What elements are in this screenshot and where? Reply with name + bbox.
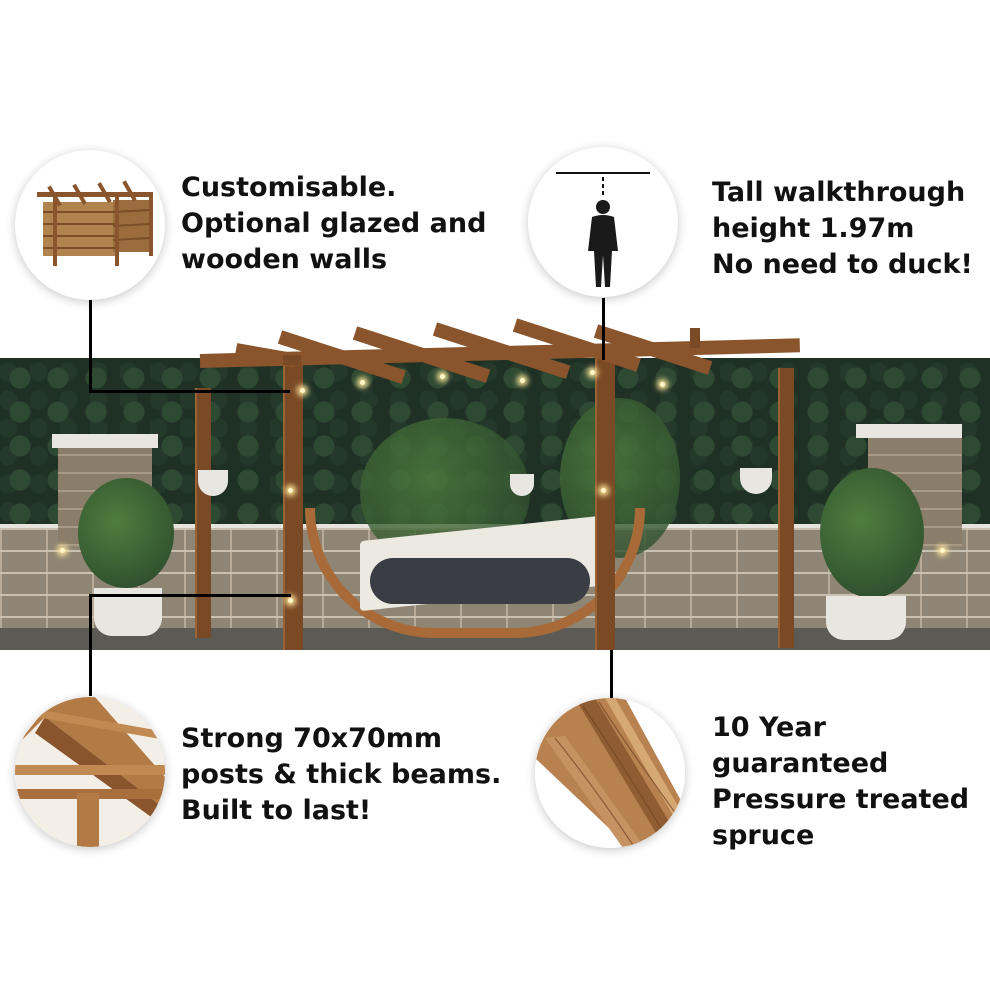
caption-line: Customisable. (181, 172, 397, 203)
hanging-planter (198, 470, 228, 496)
connector-line (89, 390, 290, 393)
hammock-cushion (370, 558, 590, 604)
fairy-light (520, 378, 525, 383)
walls-thumbnail (15, 150, 165, 300)
wall-light (940, 548, 945, 553)
pergola-post (595, 358, 615, 650)
connector-line (610, 650, 613, 698)
wood-grain-icon (535, 698, 685, 848)
walls-caption: Customisable. Optional glazed and wooden… (181, 170, 486, 278)
wall-light (60, 548, 65, 553)
fairy-light (590, 370, 595, 375)
posts-caption: Strong 70x70mm posts & thick beams. Buil… (181, 721, 501, 829)
pergola-post-top (283, 355, 301, 365)
connector-line (89, 594, 92, 696)
connector-line (602, 298, 605, 360)
fairy-light (300, 388, 305, 393)
pillar-cap-right (856, 424, 962, 438)
height-caption: Tall walkthrough height 1.97m No need to… (712, 175, 973, 283)
wood-thumbnail (535, 698, 685, 848)
pergola-post (283, 358, 303, 650)
caption-line: height 1.97m (712, 213, 915, 244)
beam-closeup-icon (15, 697, 165, 847)
fairy-light (601, 488, 606, 493)
caption-line: wooden walls (181, 244, 388, 275)
patio-floor (0, 628, 990, 650)
plant (820, 468, 924, 598)
pergola-walls-icon (37, 180, 153, 266)
guarantee-caption: 10 Year guaranteed Pressure treated spru… (712, 710, 969, 854)
caption-line: Strong 70x70mm (181, 723, 442, 754)
pergola-post (778, 368, 794, 648)
pergola-scene (0, 358, 990, 650)
connector-line (89, 298, 92, 392)
plant (78, 478, 174, 588)
caption-line: Optional glazed and (181, 208, 487, 239)
pergola-post-top (690, 328, 700, 348)
person-height-icon (556, 172, 650, 287)
caption-line: posts & thick beams. (181, 759, 502, 790)
hanging-planter (740, 468, 772, 494)
caption-line: spruce (712, 820, 815, 851)
caption-line: No need to duck! (712, 249, 973, 280)
caption-line: Built to last! (181, 795, 372, 826)
plant-pot (826, 596, 906, 640)
caption-line: Pressure treated (712, 784, 970, 815)
fairy-light (360, 380, 365, 385)
pergola-post (195, 388, 211, 638)
fairy-light (440, 374, 445, 379)
caption-line: Tall walkthrough (712, 177, 966, 208)
fairy-light (288, 598, 293, 603)
connector-line (89, 594, 291, 597)
caption-line: guaranteed (712, 748, 889, 779)
fairy-light (660, 382, 665, 387)
caption-line: 10 Year (712, 712, 826, 743)
height-thumbnail (528, 147, 678, 297)
posts-thumbnail (15, 697, 165, 847)
pillar-cap-left (52, 434, 158, 448)
hanging-planter (510, 474, 534, 496)
fairy-light (288, 488, 293, 493)
